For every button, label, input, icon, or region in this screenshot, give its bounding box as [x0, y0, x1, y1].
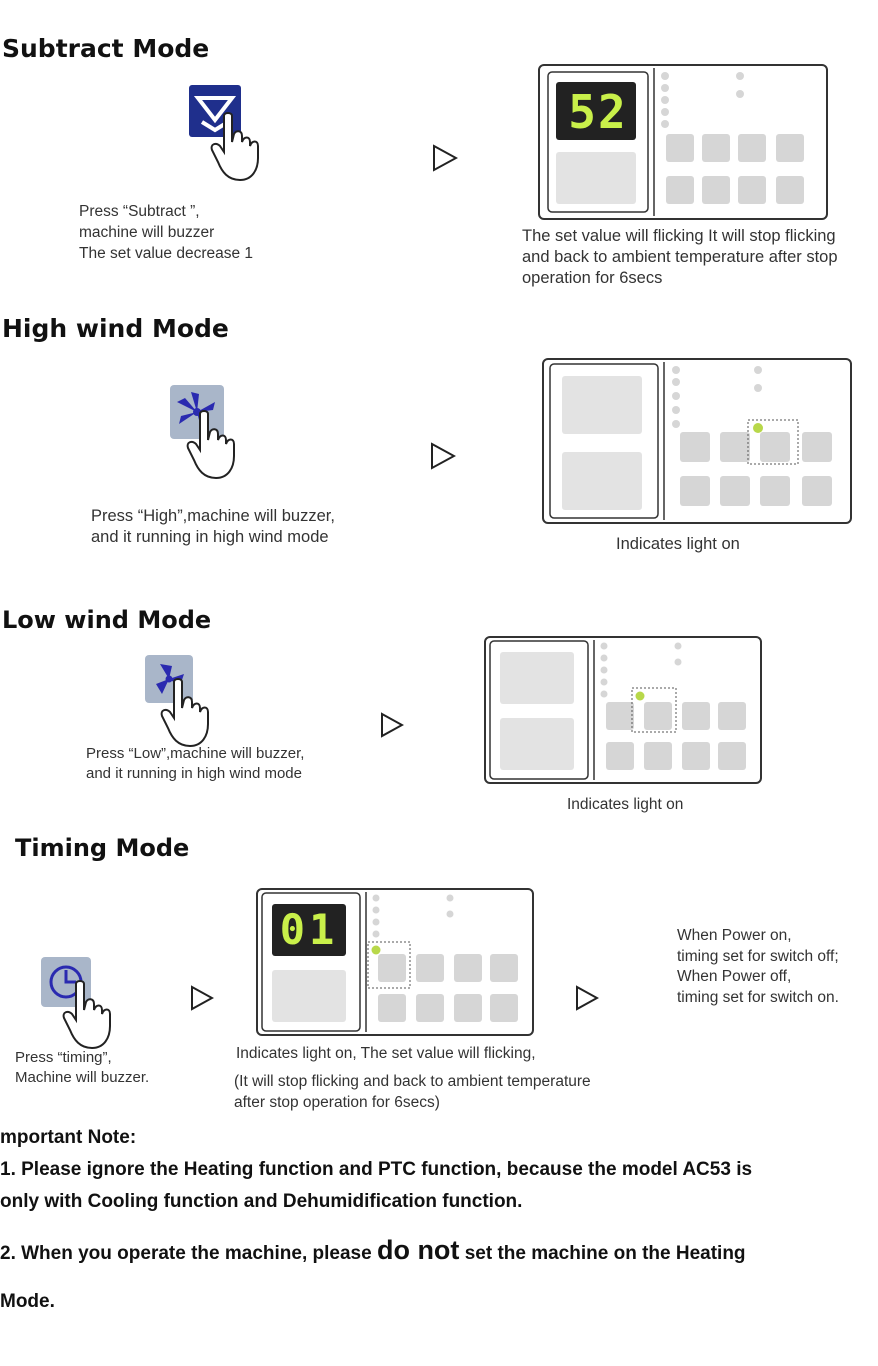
timing-press-caption: Press “timing”, Machine will buzzer. — [15, 1049, 150, 1086]
important-note-heading: mportant Note: — [0, 1127, 137, 1148]
high-wind-result-caption: Indicates light on — [616, 535, 740, 553]
pointing-hand-icon — [186, 410, 235, 480]
arrow-right-icon — [431, 442, 456, 470]
subtract-press-caption: Press “Subtract ”, machine will buzzer T… — [79, 203, 254, 262]
arrow-right-icon — [381, 712, 404, 738]
note-line-3-post: set the machine on the Heating — [459, 1243, 746, 1264]
low-wind-mode-title: Low wind Mode — [2, 606, 212, 634]
control-panel-subtract — [538, 64, 828, 220]
high-wind-button-icon — [170, 385, 224, 439]
low-wind-press-caption: Press “Low”,machine will buzzer, and it … — [86, 745, 305, 782]
arrow-right-icon — [191, 985, 214, 1011]
arrow-right-icon — [576, 985, 599, 1011]
control-panel-low-wind — [484, 636, 762, 784]
arrow-right-icon — [433, 144, 458, 172]
control-panel-timing — [256, 888, 534, 1036]
note-emphasis: do not — [376, 1235, 460, 1265]
high-wind-mode-title: High wind Mode — [2, 314, 229, 343]
timing-display-value: 01 — [279, 905, 339, 954]
subtract-mode-title: Subtract Mode — [2, 34, 210, 63]
subtract-display-value: 52 — [568, 85, 628, 139]
subtract-result-caption: The set value will flicking It will stop… — [522, 227, 838, 287]
control-panel-high-wind — [542, 358, 852, 524]
low-wind-result-caption: Indicates light on — [567, 796, 684, 813]
note-line-3-pre: 2. When you operate the machine, please — [0, 1243, 377, 1264]
important-note-line-1: 1. Please ignore the Heating function an… — [0, 1159, 753, 1180]
pointing-hand-icon — [62, 980, 111, 1050]
timing-result-caption-2: (It will stop flicking and back to ambie… — [234, 1073, 591, 1111]
important-note-line-2: only with Cooling function and Dehumidif… — [0, 1191, 523, 1212]
pointing-hand-icon — [160, 678, 209, 748]
important-note-line-4: Mode. — [0, 1291, 55, 1312]
timing-mode-title: Timing Mode — [15, 834, 190, 862]
high-wind-press-caption: Press “High”,machine will buzzer, and it… — [91, 507, 335, 546]
pointing-hand-icon — [210, 112, 259, 182]
timing-result-caption: Indicates light on, The set value will f… — [236, 1045, 536, 1062]
timing-side-caption: When Power on, timing set for switch off… — [677, 927, 839, 1006]
important-note-line-3: 2. When you operate the machine, please … — [0, 1235, 746, 1266]
